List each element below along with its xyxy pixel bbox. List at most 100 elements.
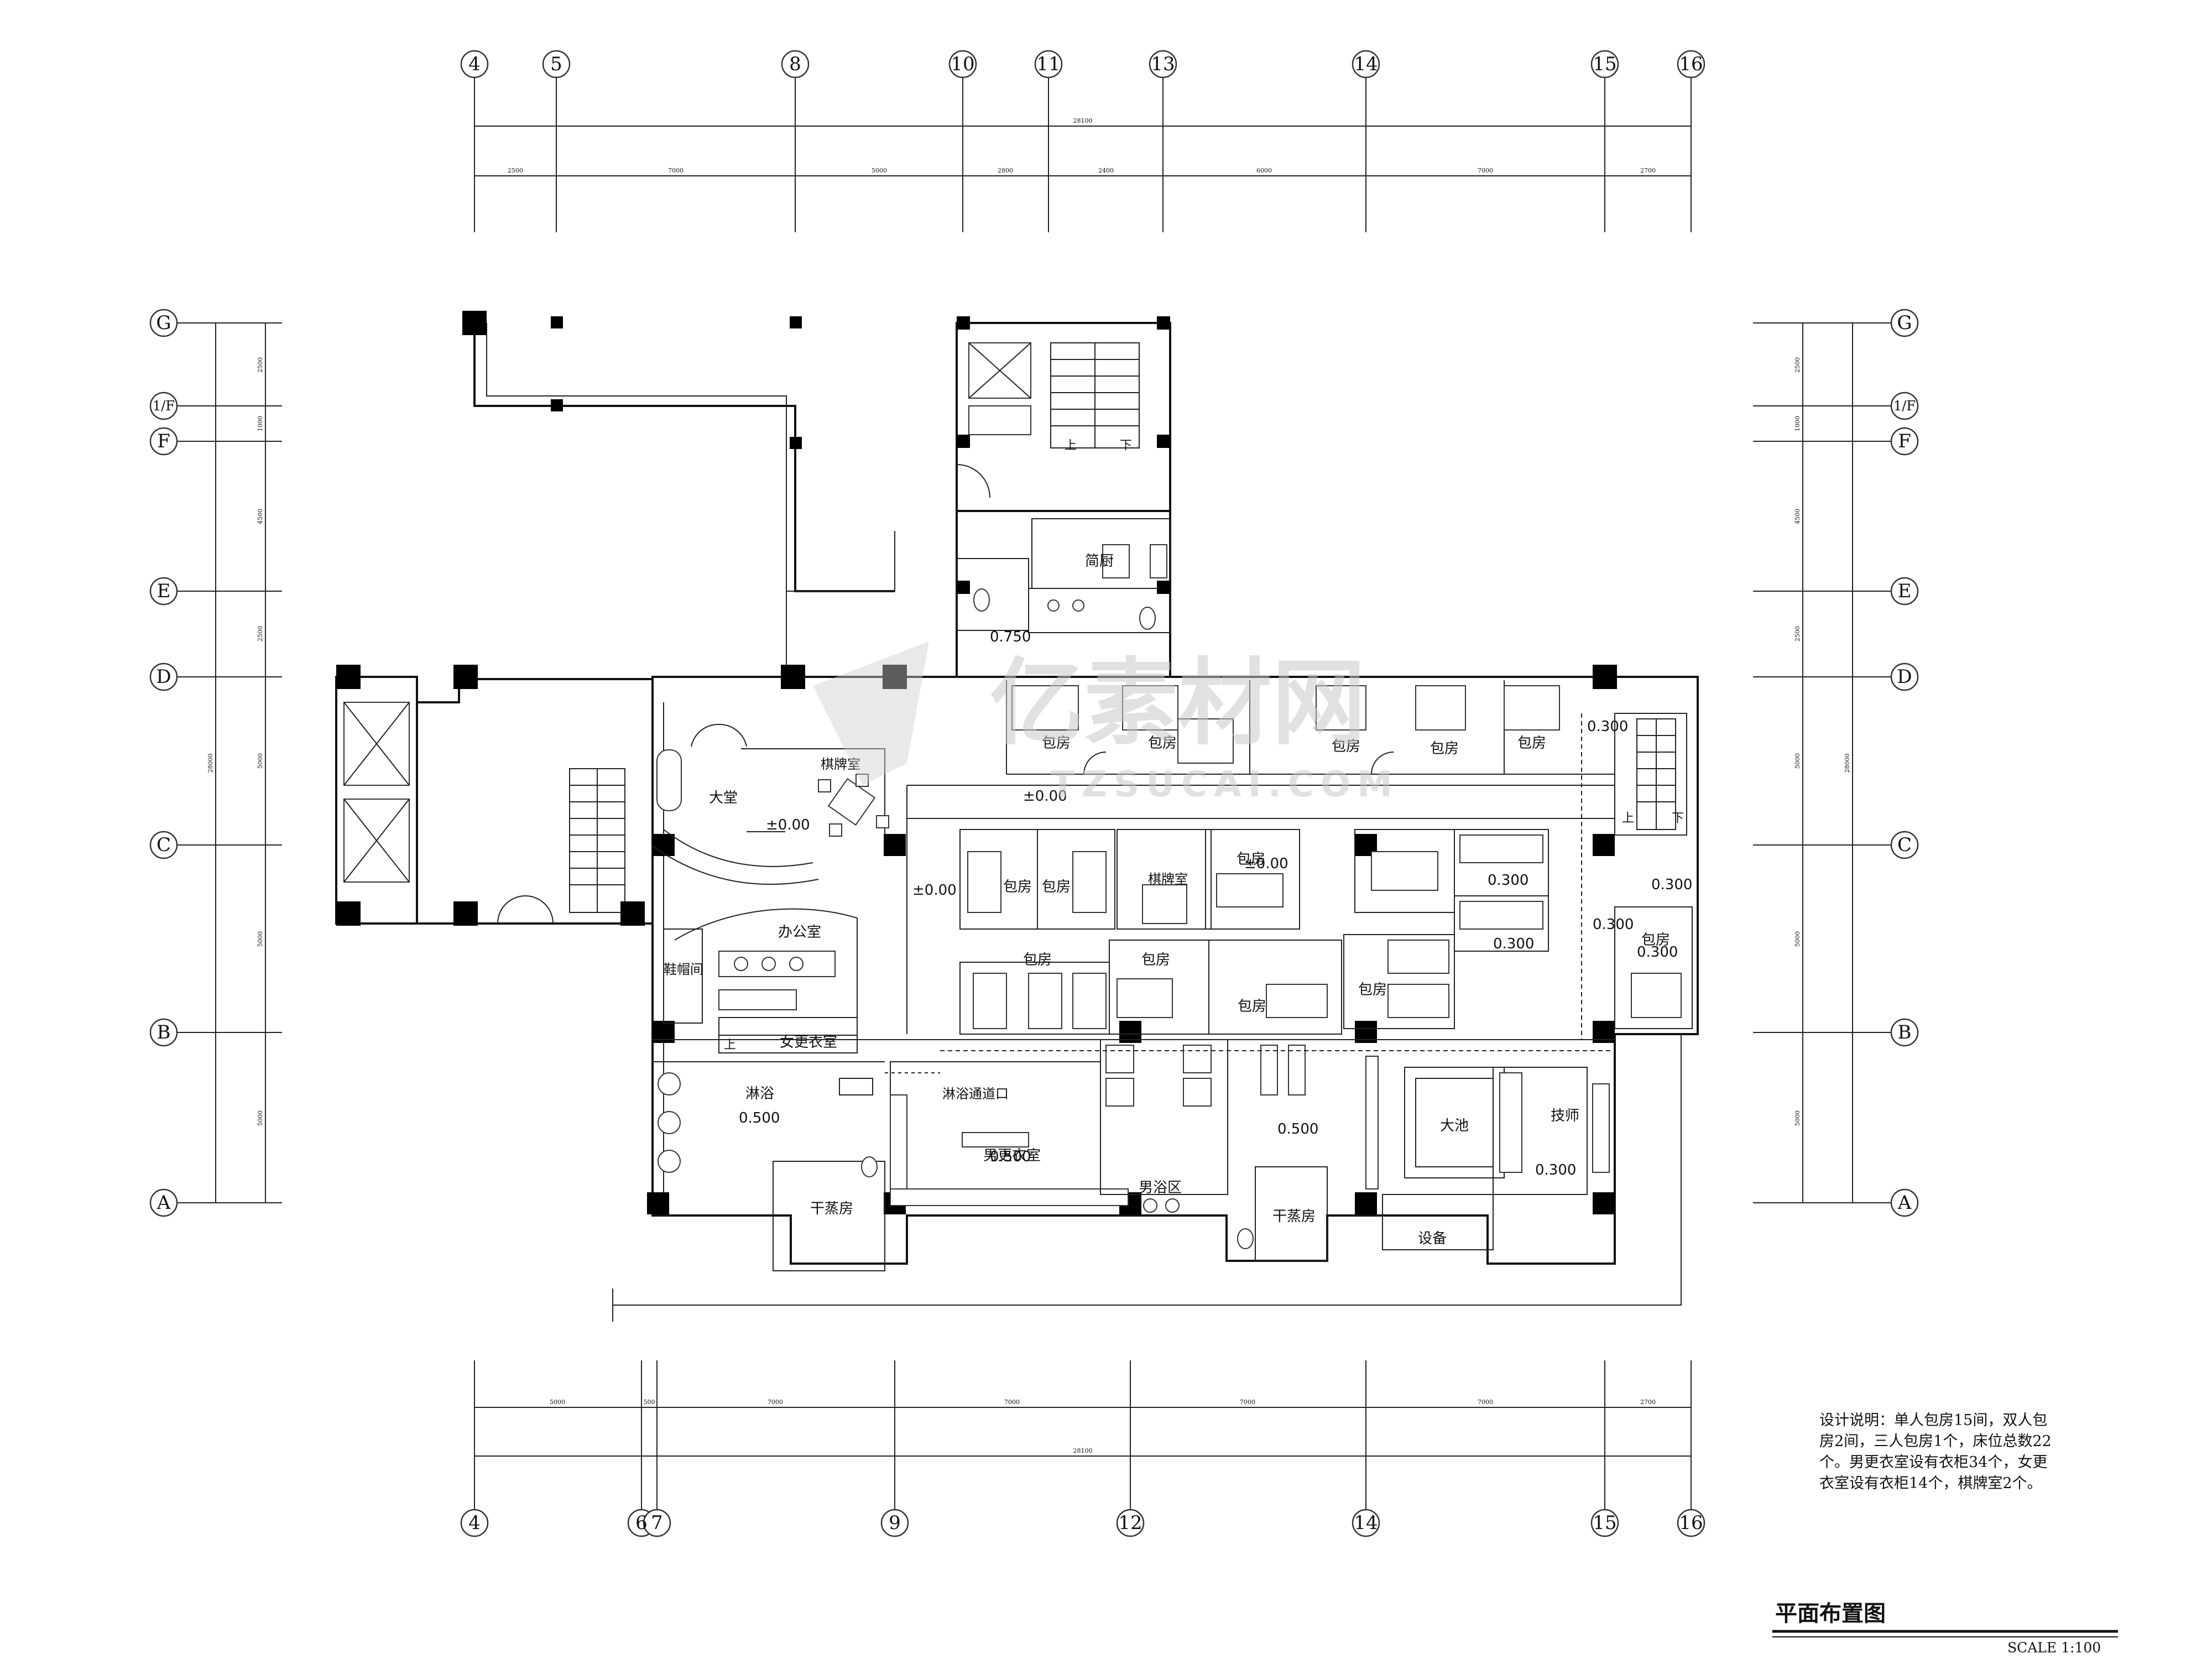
chair-icon <box>789 957 804 971</box>
dimension-text: 1000 <box>1794 416 1801 431</box>
room-label-private: 包房 <box>1042 879 1071 895</box>
room-label-private: 包房 <box>1003 879 1032 895</box>
dimension-text: 5000 <box>257 931 264 947</box>
shower-icon <box>1105 1078 1134 1107</box>
chair-icon <box>761 957 776 971</box>
bed-icon <box>1117 978 1173 1018</box>
level-mark: ±0.00 <box>1244 855 1288 872</box>
bed-icon <box>1216 873 1284 907</box>
stair-up-label: 上 <box>724 1039 736 1052</box>
level-mark: 0.300 <box>1535 1162 1576 1178</box>
axis-label: 14 <box>1354 1512 1378 1534</box>
corridors <box>906 713 1615 1051</box>
dimension-text: 4500 <box>1794 509 1801 524</box>
stair-down-label: 下 <box>1120 439 1132 453</box>
bed-icon <box>1459 834 1543 863</box>
office-area: 办公室 <box>674 908 858 1029</box>
dimension-text: 7000 <box>668 167 684 174</box>
kitchen-area: 简厨 <box>1031 518 1171 589</box>
axis-bubble <box>781 50 810 79</box>
axis-label: B <box>157 1021 171 1044</box>
shower-icon <box>658 1072 681 1095</box>
room-label-private: 包房 <box>1358 982 1387 998</box>
lockers-icon <box>890 1188 1129 1206</box>
room-label-private: 包房 <box>1042 735 1071 752</box>
axis-label: 11 <box>1036 53 1060 75</box>
axis-bubble <box>1890 1018 1919 1047</box>
room-label-sauna: 干蒸房 <box>810 1201 853 1217</box>
pool-area: 大池 设备 <box>1382 1067 1505 1250</box>
shower-icon <box>1105 1045 1134 1073</box>
axis-label: 16 <box>1679 1512 1703 1534</box>
drawing-title: 平面布置图 <box>1775 1600 1886 1626</box>
axis-bubble <box>1890 309 1919 337</box>
men-bath-area: 男浴区 <box>1100 1039 1228 1213</box>
bed-icon <box>1459 901 1543 930</box>
dimension-text: 28100 <box>1073 1447 1093 1454</box>
stair-up-label: 上 <box>1622 812 1634 826</box>
axis-bubble <box>1890 1188 1919 1217</box>
women-wet-area: 淋浴 0.500 干蒸房 <box>653 1061 885 1271</box>
dimension-text: 5000 <box>550 1399 565 1406</box>
shower-icon <box>658 1150 681 1173</box>
bed-icon <box>1177 718 1234 764</box>
dimension-text: 7000 <box>768 1399 783 1406</box>
chess-room-1: 棋牌室 <box>741 748 889 837</box>
bed-icon <box>1371 851 1438 891</box>
chair-icon <box>876 815 889 828</box>
level-mark: 0.750 <box>990 629 1031 645</box>
dimension-text: 1000 <box>257 416 264 431</box>
room-label-private: 包房 <box>1517 735 1546 752</box>
axis-label: D <box>1897 666 1912 688</box>
axis-label: A <box>1897 1192 1912 1214</box>
room-label-private: 包房 <box>1237 851 1265 868</box>
room-label-private: 包房 <box>1141 952 1170 968</box>
axis-label: 5 <box>550 53 562 75</box>
axis-bubble <box>1352 1509 1380 1537</box>
level-mark: 0.500 <box>739 1110 780 1126</box>
shower-icon <box>1183 1078 1212 1107</box>
room-label-equipment: 设备 <box>1418 1230 1447 1247</box>
level-mark: 0.300 <box>1488 872 1528 889</box>
dimension-text: 28000 <box>1844 754 1851 773</box>
bed-icon <box>973 973 1007 1029</box>
left-axis-group: G 1/F F E D C B A 28000 2500 1000 4500 2… <box>149 309 282 1217</box>
dimension-text: 5000 <box>1794 1110 1801 1126</box>
shoe-room: 鞋帽间 <box>663 928 703 1024</box>
card-table-icon <box>827 778 876 826</box>
room-label-women-locker: 女更衣室 <box>780 1034 837 1051</box>
axis-bubble <box>880 1509 909 1537</box>
room-label-private: 包房 <box>1238 998 1266 1015</box>
bed-icon <box>1122 685 1178 731</box>
dimension-text: 7000 <box>1478 1399 1493 1406</box>
elevator-shaft <box>968 405 1031 435</box>
room-label-pool: 大池 <box>1440 1118 1469 1134</box>
axis-label: G <box>156 312 171 334</box>
axis-label: 12 <box>1118 1512 1142 1534</box>
axis-bubble <box>1890 662 1919 691</box>
axis-bubble <box>1890 427 1919 456</box>
room-label-private: 包房 <box>1430 740 1459 757</box>
axis-label: E <box>157 580 171 602</box>
room-label-men-bath: 男浴区 <box>1139 1180 1182 1196</box>
lounger-icon <box>1260 1045 1278 1095</box>
bed-icon <box>1316 685 1366 731</box>
axis-bubble <box>1677 1509 1705 1537</box>
room-label-massage: 技师 <box>1551 1108 1579 1124</box>
desk-icon <box>718 951 836 977</box>
private-rooms-top: 包房 包房 包房 包房 包房 ±0.00 0.300 <box>1006 680 1628 805</box>
axis-label: 14 <box>1354 53 1378 75</box>
axis-bubble <box>1149 50 1177 79</box>
level-mark: ±0.00 <box>912 882 957 899</box>
watermark-url: TZSUCAI.COM <box>1051 764 1399 805</box>
axis-bubble <box>643 1509 671 1537</box>
chair-icon <box>818 779 831 792</box>
bed-icon <box>1415 685 1466 731</box>
chair-icon <box>829 823 842 837</box>
level-mark: 0.500 <box>1277 1121 1318 1138</box>
room-label-lobby: 大堂 <box>709 790 738 806</box>
toilet-icon <box>1237 1228 1254 1249</box>
level-mark: 0.500 <box>990 1149 1031 1165</box>
toilet-icon <box>1139 607 1156 630</box>
sofa-icon <box>656 749 682 811</box>
